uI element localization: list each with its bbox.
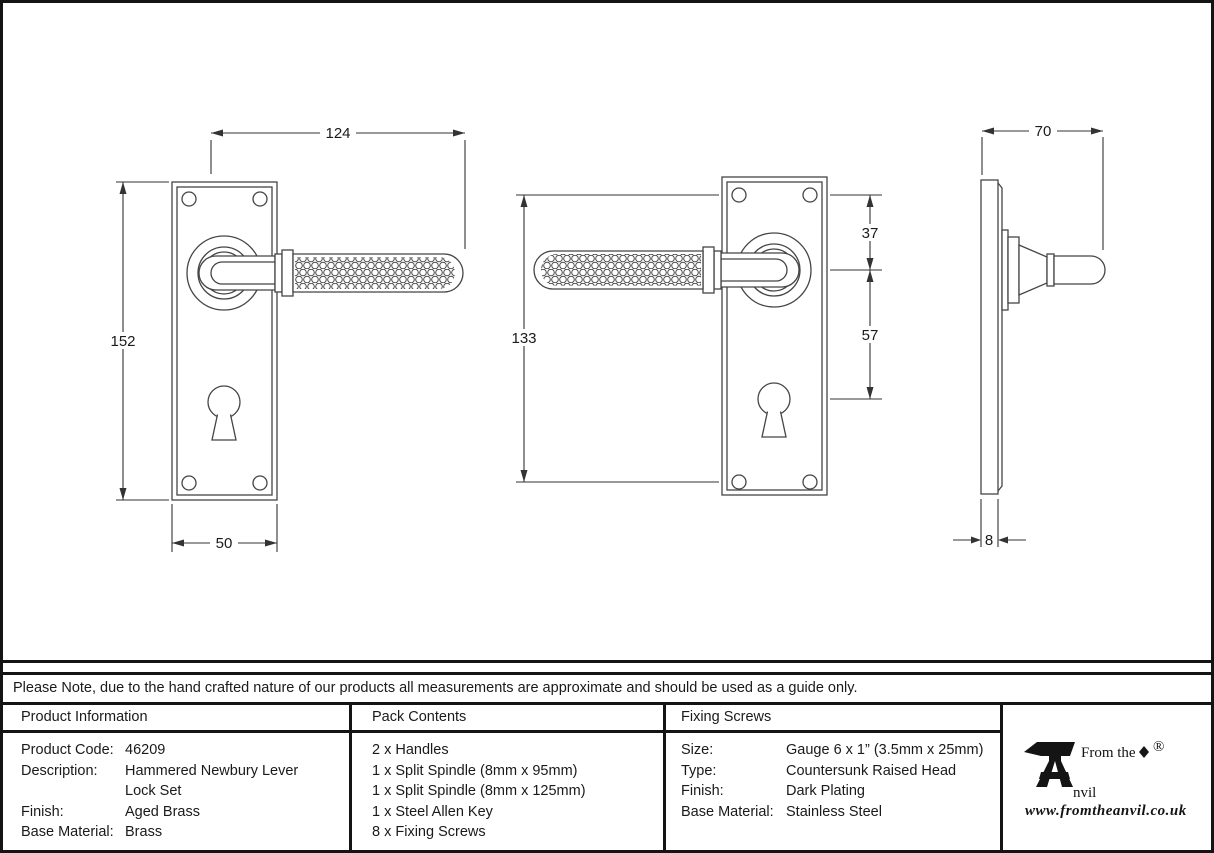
- dim-label-plate-thickness: 8: [985, 532, 993, 549]
- spec-table: Product Information Product Code: 46209 …: [3, 705, 1211, 850]
- spec-label: [21, 781, 125, 802]
- pack-contents-header: Pack Contents: [352, 705, 663, 733]
- spec-row: Finish: Dark Plating: [666, 781, 1000, 802]
- lever-side-profile: [1001, 229, 1106, 311]
- screw-hole: [252, 475, 268, 491]
- spec-value: Stainless Steel: [786, 803, 882, 820]
- screw-hole: [731, 474, 747, 490]
- brand-logo-cell: From the nvil ® www.fromtheanvil.co.uk: [1003, 705, 1211, 850]
- dim-label-overall-length: 124: [325, 125, 350, 142]
- pack-contents-column: Pack Contents 2 x Handles 1 x Split Spin…: [352, 705, 666, 850]
- pack-item: 1 x Split Spindle (8mm x 95mm): [372, 762, 578, 779]
- fixing-screws-body: Size: Gauge 6 x 1” (3.5mm x 25mm) Type: …: [666, 733, 1000, 822]
- spec-row: Type: Countersunk Raised Head: [666, 761, 1000, 782]
- keyhole: [757, 382, 791, 438]
- spec-label: Base Material:: [681, 803, 774, 820]
- registered-mark: ®: [1153, 739, 1164, 755]
- spec-label: Description:: [21, 762, 98, 779]
- dim-label-plate-width: 50: [216, 535, 233, 552]
- logo-wordmark: nvil: [1073, 785, 1096, 801]
- dim-label-projection: 70: [1035, 123, 1052, 140]
- spec-label: Type:: [681, 762, 717, 779]
- spec-row: Base Material: Stainless Steel: [666, 802, 1000, 823]
- spec-row: Base Material: Brass: [3, 822, 349, 843]
- keyhole: [207, 385, 241, 441]
- diamond-icon: [1139, 745, 1149, 758]
- backplate-edge: [980, 179, 999, 495]
- pack-contents-body: 2 x Handles 1 x Split Spindle (8mm x 95m…: [352, 733, 663, 843]
- screw-hole: [252, 191, 268, 207]
- screw-hole: [802, 474, 818, 490]
- logo-prefix: From the: [1081, 745, 1136, 761]
- spec-label: Base Material:: [21, 824, 114, 841]
- dim-label-plate-height: 152: [110, 333, 135, 350]
- side-view: 70 8: [953, 122, 1106, 549]
- spec-row: Description: Hammered Newbury Lever: [3, 761, 349, 782]
- spec-value: Gauge 6 x 1” (3.5mm x 25mm): [786, 742, 984, 758]
- spec-row: Lock Set: [3, 781, 349, 802]
- screw-hole: [731, 187, 747, 203]
- product-information-column: Product Information Product Code: 46209 …: [3, 705, 352, 850]
- spec-label: Product Code:: [21, 742, 114, 758]
- pack-item: 2 x Handles: [372, 742, 449, 758]
- spec-label: Finish:: [21, 803, 64, 820]
- screw-hole: [181, 475, 197, 491]
- backplate: [171, 181, 278, 501]
- spec-value: Lock Set: [125, 783, 182, 800]
- spec-row: Product Code: 46209: [3, 740, 349, 761]
- screw-hole: [181, 191, 197, 207]
- anvil-icon: [1024, 741, 1075, 787]
- spec-value: Aged Brass: [125, 803, 200, 820]
- screw-hole: [802, 187, 818, 203]
- technical-drawing-canvas: 124 152 50: [105, 122, 1106, 552]
- lever-handle: [198, 249, 464, 297]
- dim-extensions: [830, 194, 882, 400]
- dim-8: [953, 499, 1026, 547]
- measurement-note: Please Note, due to the hand crafted nat…: [3, 672, 1211, 705]
- backplate: [721, 176, 828, 496]
- spec-value: Dark Plating: [786, 783, 865, 800]
- pack-item: 8 x Fixing Screws: [372, 824, 486, 841]
- dim-label-fixing-centres: 133: [511, 330, 536, 347]
- dim-70: [981, 127, 1104, 250]
- from-the-anvil-logo: From the nvil ® www.fromtheanvil.co.uk: [1024, 739, 1187, 819]
- product-information-header: Product Information: [3, 705, 349, 733]
- drawing-area: 124 152 50: [3, 3, 1211, 663]
- spec-value: Countersunk Raised Head: [786, 762, 957, 779]
- logo-website: www.fromtheanvil.co.uk: [1025, 803, 1187, 819]
- spec-value: 46209: [125, 742, 166, 758]
- lever-handle: [533, 246, 800, 294]
- pack-item: 1 x Steel Allen Key: [372, 803, 493, 820]
- spec-value: Hammered Newbury Lever: [125, 762, 299, 779]
- dim-133: [516, 194, 719, 483]
- front-view-lever-left: 133 37 57: [503, 176, 883, 496]
- pack-item: 1 x Split Spindle (8mm x 125mm): [372, 783, 586, 800]
- spec-row: Finish: Aged Brass: [3, 802, 349, 823]
- dim-label-screw-to-spindle: 37: [862, 225, 879, 242]
- fixing-screws-column: Fixing Screws Size: Gauge 6 x 1” (3.5mm …: [666, 705, 1003, 850]
- spec-row: Size: Gauge 6 x 1” (3.5mm x 25mm): [666, 740, 1000, 761]
- spec-label: Size:: [681, 742, 714, 758]
- spec-label: Finish:: [681, 783, 724, 800]
- note-text: Please Note, due to the hand crafted nat…: [13, 680, 858, 696]
- dim-label-spindle-to-keyhole: 57: [862, 327, 879, 344]
- front-view-lever-right: 124 152 50: [105, 124, 466, 552]
- fixing-screws-header: Fixing Screws: [666, 705, 1000, 733]
- product-information-body: Product Code: 46209 Description: Hammere…: [3, 733, 349, 843]
- spec-value: Brass: [125, 824, 163, 841]
